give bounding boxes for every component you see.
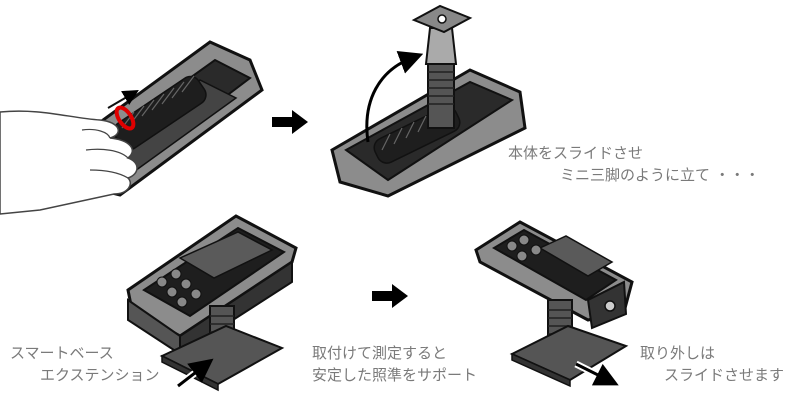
- remove-illustration: [474, 220, 634, 388]
- device-in-hand-illustration: [0, 40, 264, 215]
- caption-line: スマートベース: [10, 344, 114, 362]
- caption-line: 取付けて測定すると: [312, 344, 448, 362]
- caption-line: エクステンション: [40, 366, 160, 384]
- caption-line: 本体をスライドさせ: [508, 144, 644, 162]
- caption-remove: 取り外しは スライドさせます: [640, 342, 784, 386]
- caption-line: ミニ三脚のように立て ・・・: [560, 166, 760, 184]
- caption-smart-base: スマートベース エクステンション: [10, 342, 160, 386]
- caption-measure-support: 取付けて測定すると 安定した照準をサポート: [312, 342, 477, 386]
- step-arrow-1: [272, 110, 308, 134]
- caption-line: 取り外しは: [640, 344, 716, 362]
- step-arrow-2: [372, 284, 408, 308]
- smart-base-illustration: [126, 214, 298, 392]
- device-standing-illustration: [330, 4, 527, 198]
- caption-line: スライドさせます: [664, 366, 785, 384]
- caption-slide-stand: 本体をスライドさせ ミニ三脚のように立て ・・・: [508, 142, 760, 186]
- caption-line: 安定した照準をサポート: [312, 366, 478, 384]
